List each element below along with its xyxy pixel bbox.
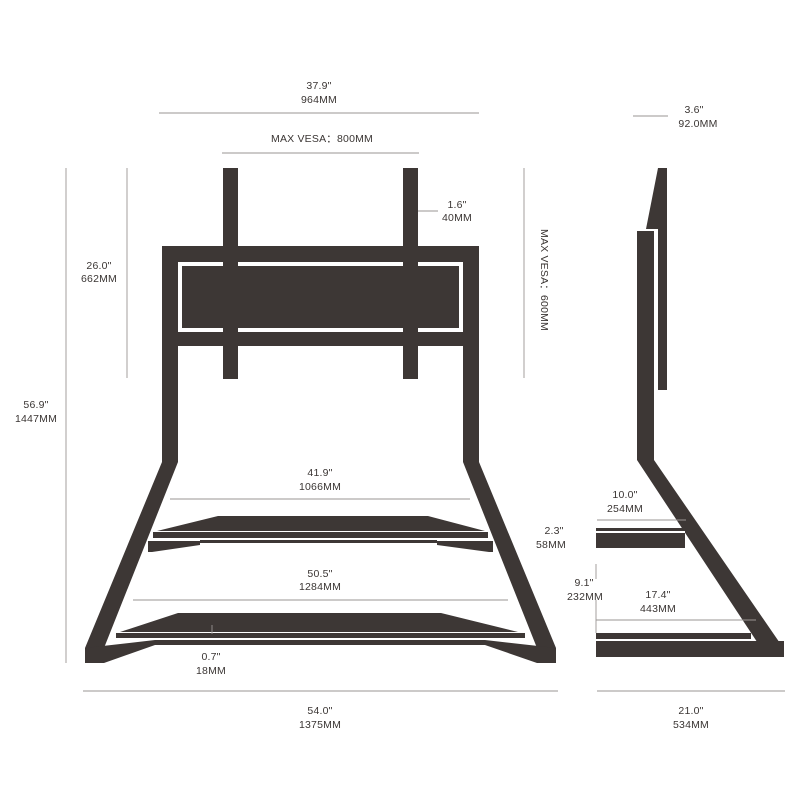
- front-view: 37.9" 964MM MAX VESA：800MM 1.6" 40MM 26.…: [15, 80, 558, 731]
- lower-shelf-depth-mm: 443MM: [640, 603, 676, 615]
- overall-width-mm: 964MM: [301, 94, 337, 106]
- lower-shelf-width-in: 50.5": [307, 568, 332, 580]
- overall-width-in: 37.9": [306, 80, 331, 92]
- upper-shelf-height-mm: 58MM: [536, 539, 566, 551]
- base-width-mm: 1375MM: [299, 719, 341, 731]
- front-lower-shelf: [120, 613, 518, 632]
- bracket-width-mm: 40MM: [442, 212, 472, 224]
- upper-shelf-width-in: 41.9": [307, 467, 332, 479]
- shelf-thickness-mm: 18MM: [196, 665, 226, 677]
- side-lower-shelf: [596, 633, 751, 639]
- lower-shelf-depth-in: 17.4": [645, 589, 670, 601]
- side-leg: [637, 231, 784, 657]
- mount-depth-mm: 92.0MM: [678, 118, 717, 130]
- upper-shelf-depth-mm: 254MM: [607, 503, 643, 515]
- max-vesa-vertical: MAX VESA：600MM: [538, 229, 550, 331]
- vesa-bracket-right: [403, 168, 418, 379]
- shelf-gap-mm: 232MM: [567, 591, 603, 603]
- total-height-mm: 1447MM: [15, 413, 57, 425]
- vesa-bracket-left: [223, 168, 238, 379]
- base-width-in: 54.0": [307, 705, 332, 717]
- shelf-thickness-in: 0.7": [201, 651, 220, 663]
- total-height-in: 56.9": [23, 399, 48, 411]
- side-mount-plate: [646, 168, 667, 390]
- base-depth-mm: 534MM: [673, 719, 709, 731]
- side-base: [596, 641, 784, 657]
- upper-shelf-height-in: 2.3": [544, 525, 563, 537]
- bracket-height-in: 26.0": [86, 260, 111, 272]
- front-upper-shelf: [157, 516, 485, 531]
- bracket-height-mm: 662MM: [81, 273, 117, 285]
- max-vesa-horizontal: MAX VESA：800MM: [271, 133, 373, 145]
- mount-depth-in: 3.6": [684, 104, 703, 116]
- side-view: 3.6" 92.0MM 10.0" 254MM 2.3" 58MM 9.1" 2…: [536, 104, 785, 731]
- upper-shelf-depth-in: 10.0": [612, 489, 637, 501]
- upper-shelf-width-mm: 1066MM: [299, 481, 341, 493]
- shelf-gap-in: 9.1": [574, 577, 593, 589]
- lower-shelf-width-mm: 1284MM: [299, 581, 341, 593]
- front-base-foot: [85, 640, 556, 663]
- bracket-width-in: 1.6": [447, 199, 466, 211]
- base-depth-in: 21.0": [678, 705, 703, 717]
